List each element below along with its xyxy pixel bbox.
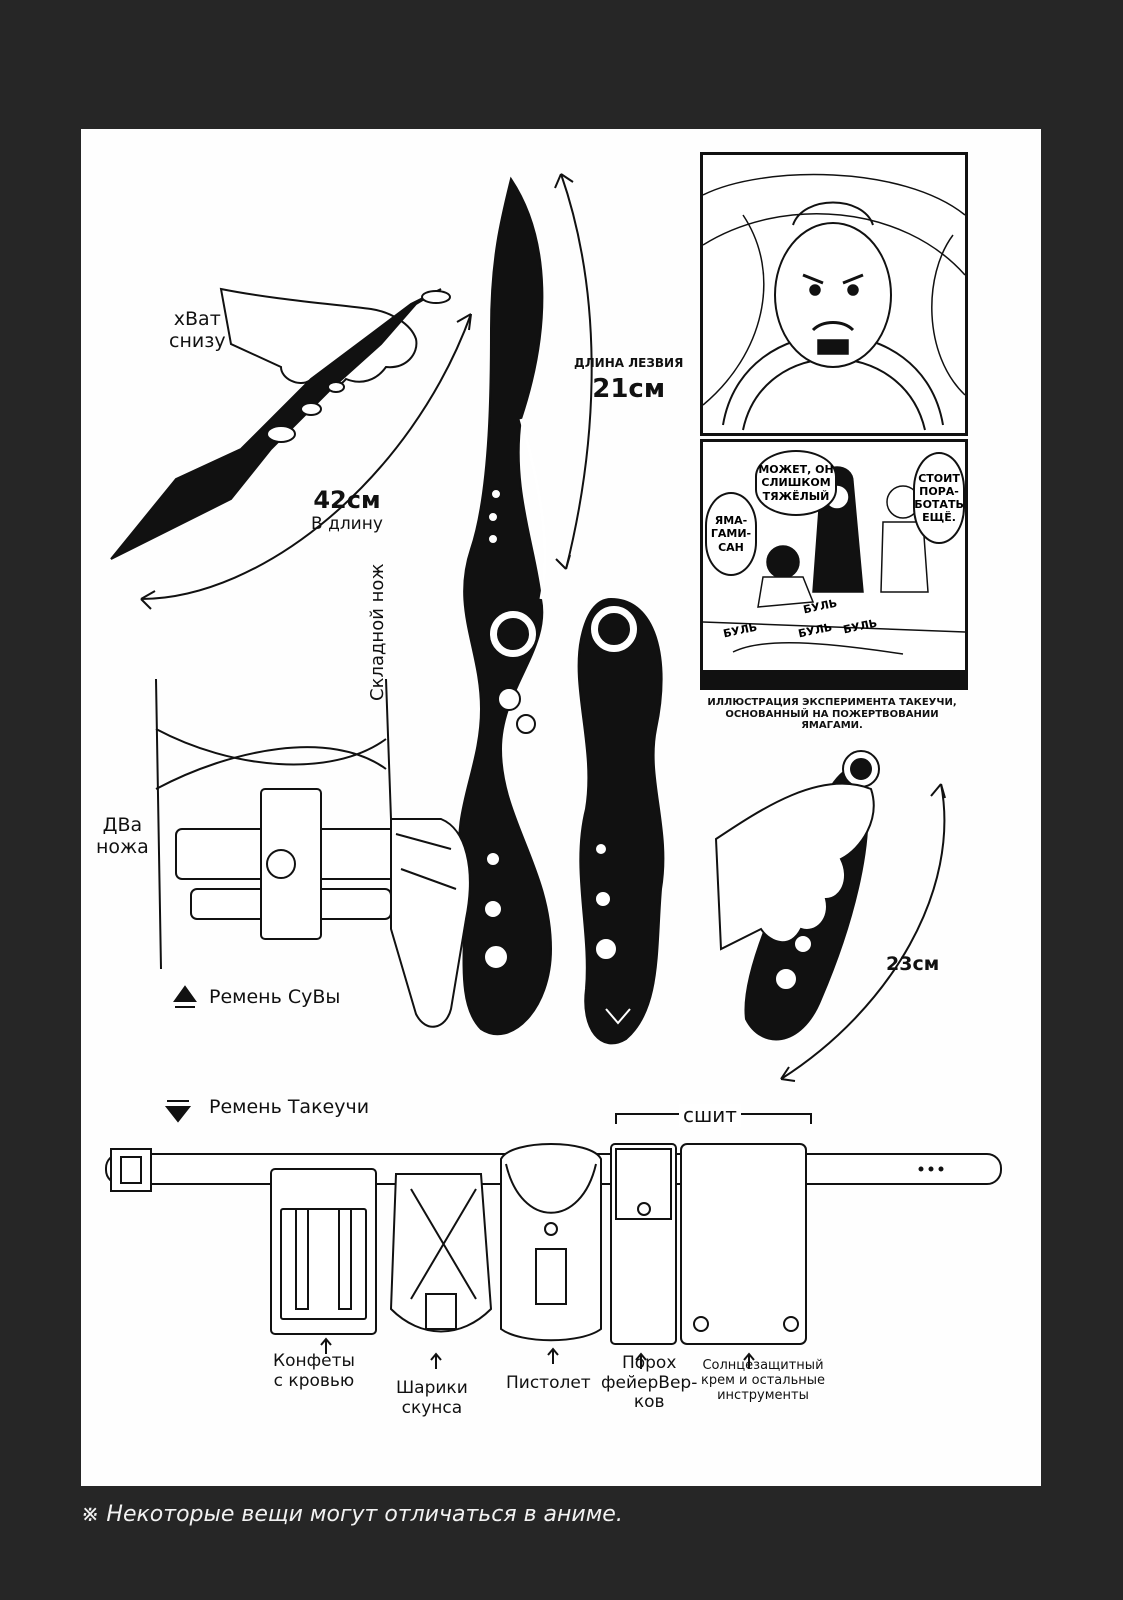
pouch-label-skunk: Шарики скунса <box>396 1378 468 1418</box>
comic-bottom-strip <box>703 670 965 687</box>
pouch-label-pistol: Пистолет <box>506 1373 591 1394</box>
reference-sheet-panel: хВат снизу 42см В длину ДЛИНА ЛЕЗВИЯ 21с… <box>81 129 1041 1486</box>
blade-length-label: ДЛИНА ЛЕЗВИЯ 21см <box>574 356 684 405</box>
pouch-gunpowder-line-3: ков <box>633 1392 665 1413</box>
length-42-sub: В длину <box>311 513 383 534</box>
pouch-candy-line-1: Конфеты <box>273 1351 355 1371</box>
pouch-sunscreen-line-2: крем и остальные <box>701 1372 825 1388</box>
pouch-skunk-line-2: скунса <box>401 1397 463 1418</box>
takeuchi-belt-label: Ремень Такеучи <box>209 1096 370 1118</box>
two-knives-line-1: ДВа <box>102 814 143 836</box>
folding-knife-illustration <box>457 173 665 1045</box>
pouch-label-sunscreen: Солнцезащитный крем и остальные инструме… <box>701 1358 825 1404</box>
length-42-label: 42см В длину <box>311 486 383 534</box>
underhand-grip-line-1: хВат <box>173 308 221 330</box>
down-triangle-marker <box>164 1100 192 1123</box>
pouch-gunpowder-line-1: Порох <box>621 1353 677 1373</box>
length-42-value: 42см <box>313 486 381 514</box>
bubble-too-heavy: МОЖЕТ, ОН СЛИШКОМ ТЯЖЁЛЫЙ <box>755 450 837 516</box>
two-knives-line-2: ножа <box>96 835 149 858</box>
suva-belt-label: Ремень СуВы <box>209 986 341 1008</box>
pouch-gunpowder-line-2: фейерВер- <box>601 1372 698 1393</box>
up-triangle-marker <box>173 985 197 1008</box>
blade-length-title: ДЛИНА ЛЕЗВИЯ <box>574 356 684 370</box>
footnote: ※ Некоторые вещи могут отличаться в аним… <box>81 1502 623 1527</box>
pouch-sunscreen-line-1: Солнцезащитный <box>702 1358 824 1373</box>
shield-label: сшит <box>679 1104 741 1127</box>
two-knives-label: ДВа ножа <box>96 814 149 859</box>
comic-caption-line-2: ОСНОВАННЫЙ НА ПОЖЕРТВОВАНИИ ЯМАГАМИ. <box>725 708 939 732</box>
comic-caption-line-1: ИЛЛЮСТРАЦИЯ ЭКСПЕРИМЕНТА ТАКЕУЧИ, <box>707 697 957 708</box>
length-23-label: 23см <box>886 953 940 975</box>
line-art <box>105 173 1002 1369</box>
underhand-grip-line-2: снизу <box>169 329 226 352</box>
pouch-pistol-line-1: Пистолет <box>506 1373 591 1393</box>
hand-knife-23cm-illustration <box>714 750 946 1082</box>
blade-length-value: 21см <box>592 373 666 404</box>
bubble-yamagami: ЯМА- ГАМИ- САН <box>705 492 757 576</box>
pouch-candy-line-2: с кровью <box>273 1370 355 1391</box>
comic-top-art <box>703 173 965 431</box>
takeuchi-belt-illustration <box>105 1113 1002 1369</box>
pouch-label-candy: Конфеты с кровью <box>273 1351 355 1391</box>
comic-caption: ИЛЛЮСТРАЦИЯ ЭКСПЕРИМЕНТА ТАКЕУЧИ, ОСНОВА… <box>706 697 958 732</box>
throwing-knife-illustration <box>110 287 472 610</box>
suva-belt-illustration <box>155 678 471 1028</box>
pouch-sunscreen-line-3: инструменты <box>717 1387 809 1403</box>
underhand-grip-label: хВат снизу <box>169 308 226 353</box>
pouch-skunk-line-1: Шарики <box>396 1378 468 1398</box>
comic-panel-top <box>700 152 968 436</box>
folding-knife-label: Складной нож <box>367 563 388 701</box>
bubble-work-more: СТОИТ ПОРА- БОТАТЬ ЕЩЁ. <box>913 452 965 544</box>
comic-panel-bottom: МОЖЕТ, ОН СЛИШКОМ ТЯЖЁЛЫЙ СТОИТ ПОРА- БО… <box>700 439 968 690</box>
pouch-label-gunpowder: Порох фейерВер- ков <box>601 1353 698 1413</box>
